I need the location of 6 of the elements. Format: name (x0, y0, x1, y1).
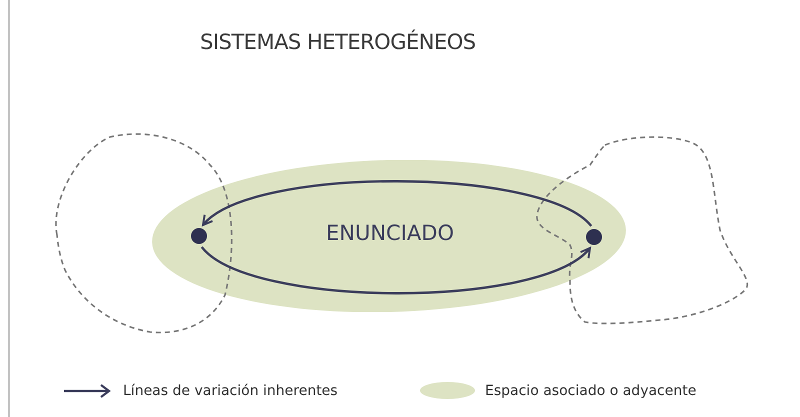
title: SISTEMAS HETEROGÉNEOS (200, 30, 476, 54)
curved-arrow (202, 180, 592, 227)
legend-label: Líneas de variación inherentes (123, 383, 338, 399)
ellipse-label: ENUNCIADO (325, 220, 455, 247)
legend-label: Espacio asociado o adyacente (485, 383, 696, 399)
curved-arrow (200, 246, 591, 294)
